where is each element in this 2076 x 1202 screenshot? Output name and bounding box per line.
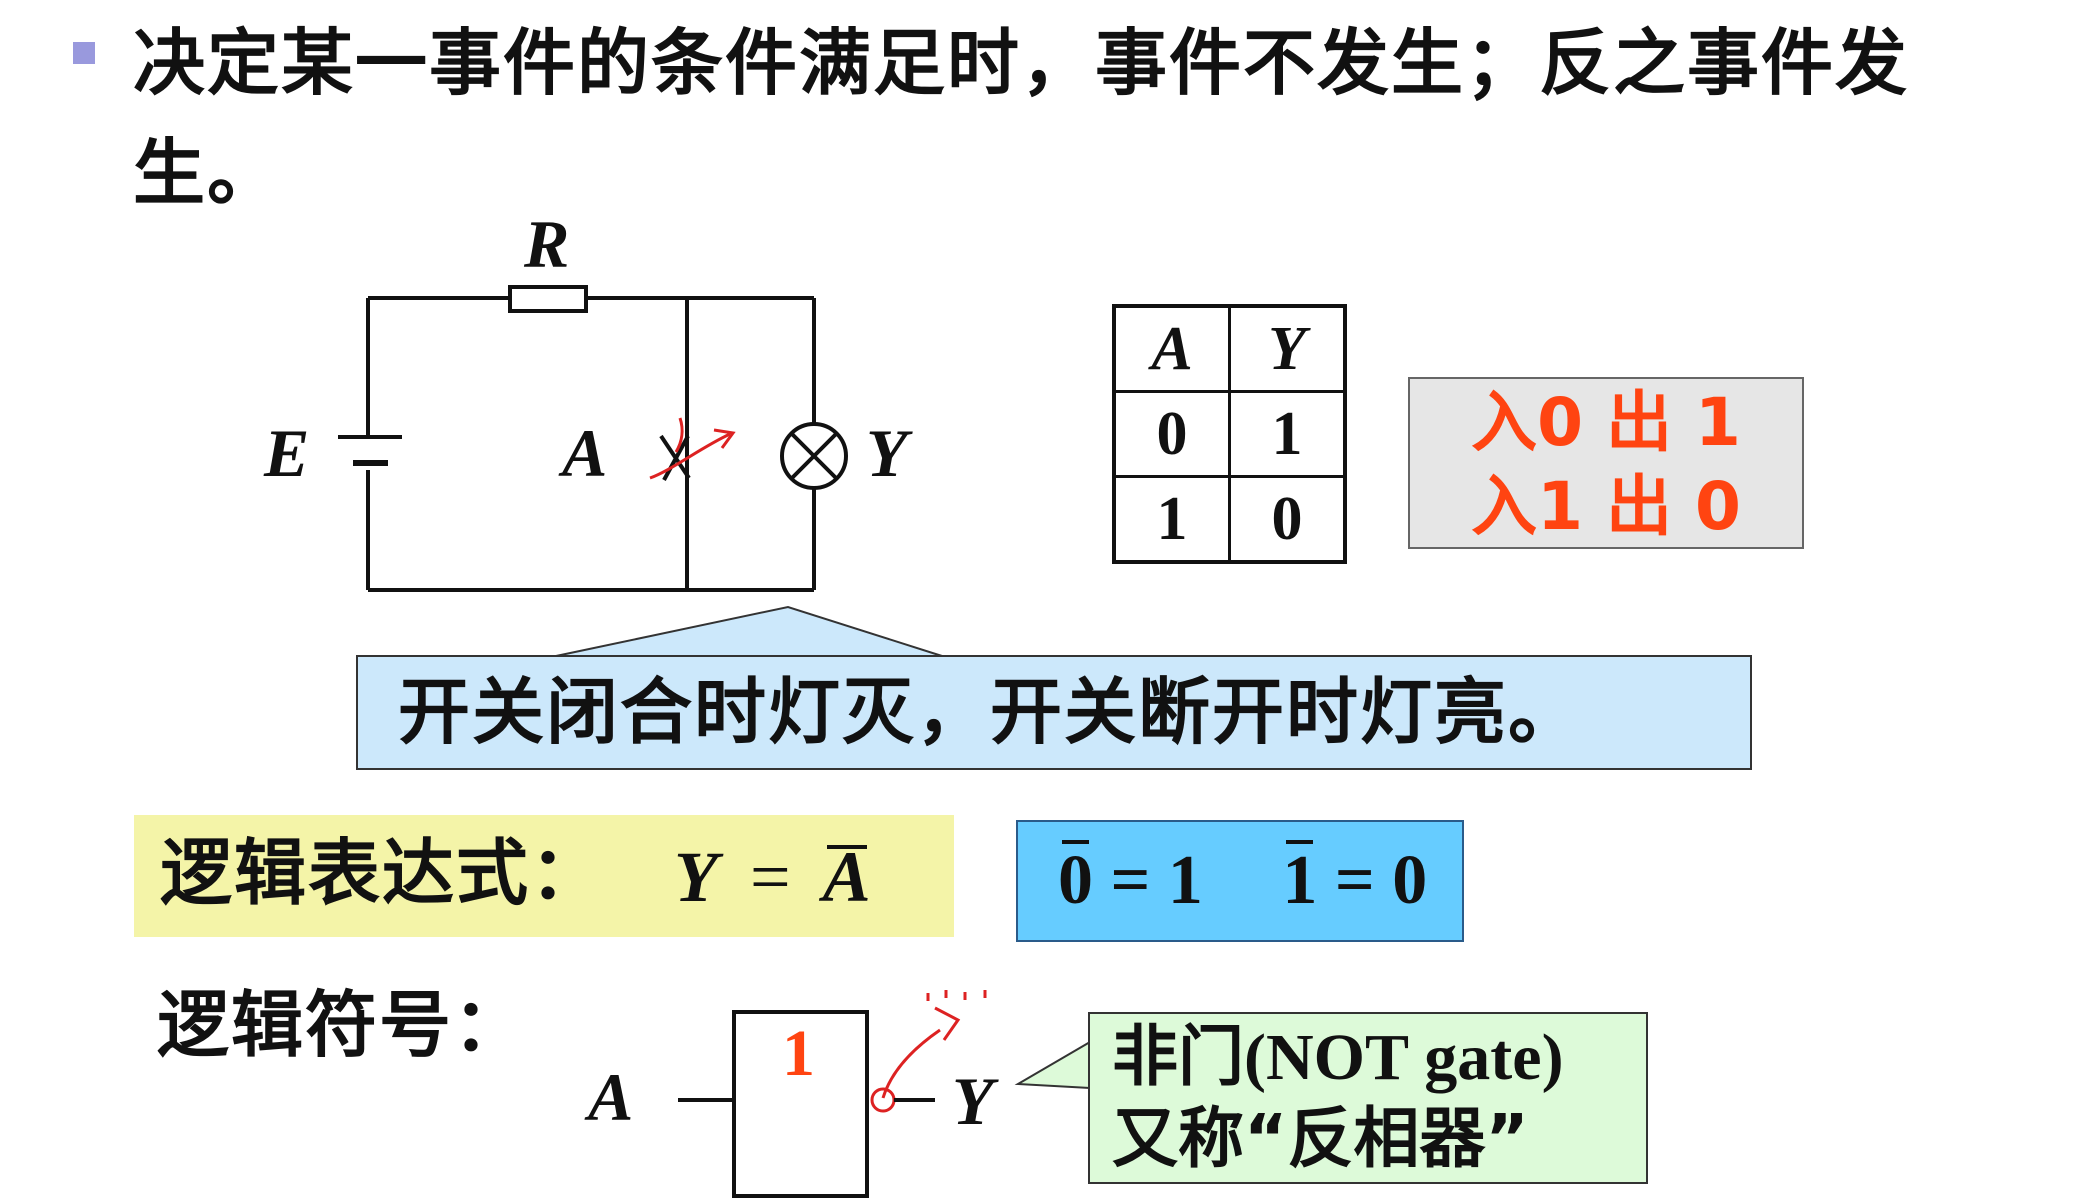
expression-formula: Y = A [674,827,871,927]
io-line-2: 入1 出 0 [1471,468,1741,545]
symbol-label: 逻辑符号： [157,983,528,1067]
truth-table-header-row: A Y [1112,304,1347,393]
io-summary-box: 入0 出 1 入1 出 0 [1408,377,1804,549]
expression-label: 逻辑表达式： [160,831,605,915]
lamp-cross-2 [789,431,839,481]
truth-cell: 1 [1112,475,1231,564]
gate-input-label: A [588,1059,634,1135]
gate-name-en: (NOT gate) [1244,1021,1564,1094]
lamp-label: Y [866,415,908,491]
truth-table: A Y 0 1 1 0 [1112,304,1347,564]
expression-eq: = [749,837,791,917]
gate-callout-line-2: 又称“反相器” [1112,1097,1646,1181]
gate-alias: “反相器” [1244,1100,1529,1177]
identities-box: 0 = 1 1 = 0 [1016,820,1464,942]
logic-expression-box: 逻辑表达式： Y = A [134,815,954,937]
resistor-label: R [524,206,570,282]
switch-contact-2 [662,435,690,481]
table-row: 1 0 [1112,475,1347,564]
expression-rhs: A [823,827,871,927]
handwritten-tick [674,417,684,453]
resistor [508,285,588,313]
switch-lamp-callout: 开关闭合时灯灭，开关断开时灯亮。 [356,655,1752,770]
gate-alias-prefix: 又称 [1112,1100,1244,1177]
bullet-square [73,42,95,64]
callout-tail [555,605,943,657]
switch-label: A [562,415,608,491]
handwritten-dots [926,990,987,1001]
io-line-1: 入0 出 1 [1471,384,1741,461]
table-row: 0 1 [1112,390,1347,478]
identity-a-arg: 0 [1058,822,1093,940]
truth-header-y: Y [1228,304,1347,393]
expression-lhs: Y [674,837,718,917]
battery-label: E [264,415,310,491]
gate-callout-line-1: 非门(NOT gate) [1112,1014,1646,1097]
intro-text: 决定某一事件的条件满足时，事件不发生；反之事件发生。 [133,21,1910,215]
handwritten-switch-arrow [649,432,731,480]
truth-cell: 1 [1228,390,1347,478]
handwritten-gate-curve [881,1028,941,1099]
truth-cell: 0 [1228,475,1347,564]
gate-name-cn: 非门 [1112,1018,1244,1095]
gate-output-label: Y [952,1063,994,1139]
truth-header-a: A [1112,304,1231,393]
identity-a-res: = 1 [1110,842,1203,919]
handwritten-arrow-head [713,428,736,449]
gate-body [732,1010,869,1198]
gate-callout-tail [1014,1041,1091,1089]
gate-inversion-bubble [870,1087,896,1113]
gate-mark: 1 [782,1017,815,1090]
identity-b-arg: 1 [1282,822,1317,940]
identity-b-res: = 0 [1334,842,1428,919]
not-gate-callout: 非门(NOT gate) 又称“反相器” [1088,1012,1648,1184]
handwritten-gate-mark [934,1006,961,1041]
truth-cell: 0 [1112,390,1231,478]
